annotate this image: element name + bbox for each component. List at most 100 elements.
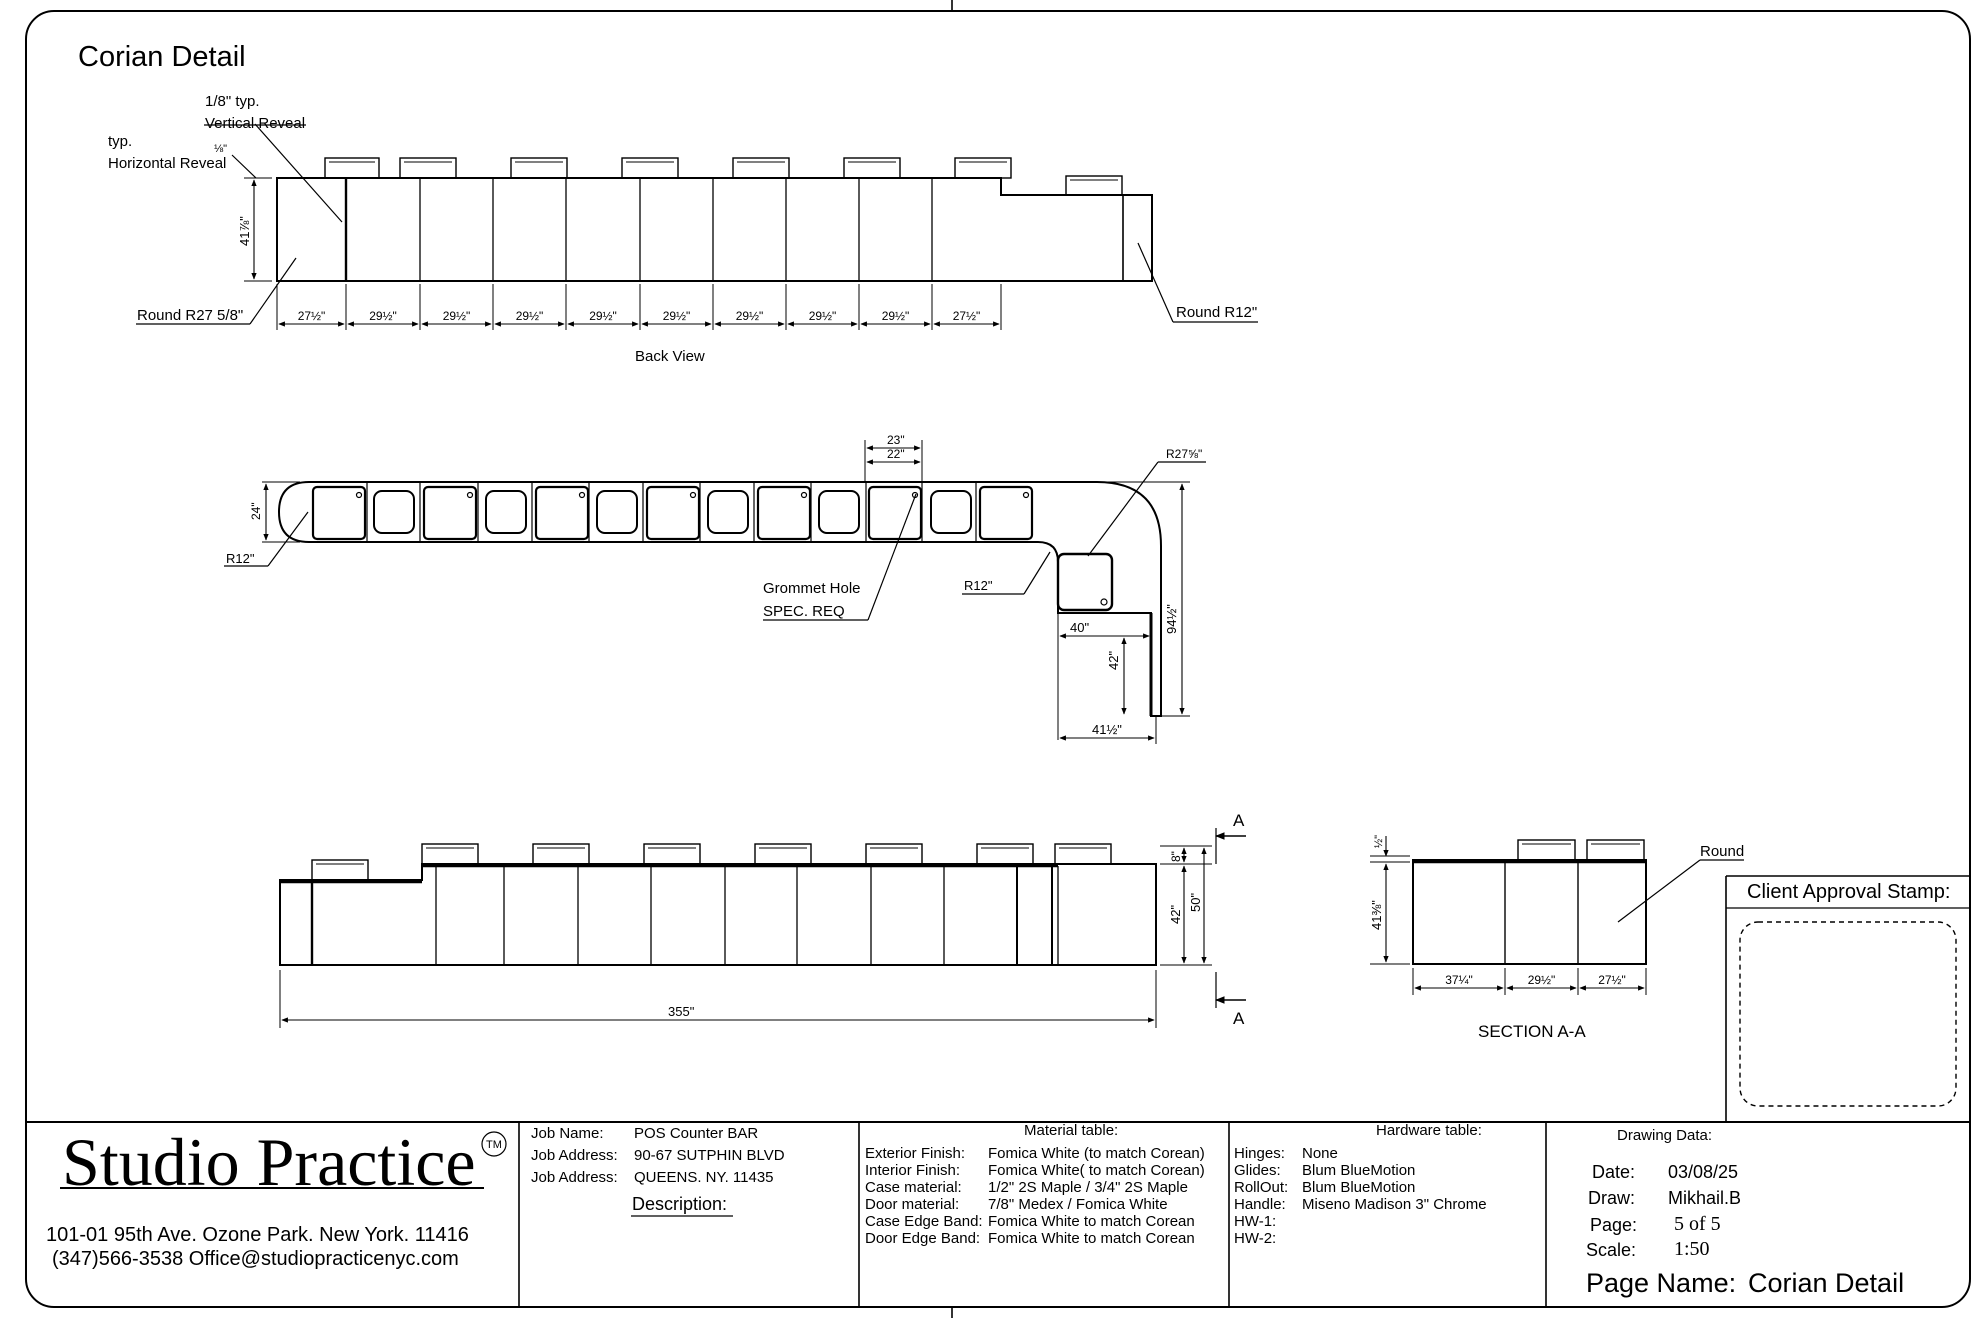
plan-return-width-top: 40" bbox=[1070, 620, 1089, 635]
material-row-value: Fomica White( to match Corean) bbox=[988, 1162, 1205, 1179]
material-row-value: Fomica White (to match Corean) bbox=[988, 1145, 1205, 1162]
front-top-box bbox=[1054, 843, 1112, 865]
front-top-box bbox=[865, 843, 923, 865]
front-top-dim: 8" bbox=[1169, 851, 1183, 862]
plan-overall-depth: 94½" bbox=[1164, 604, 1179, 634]
back-view-width-3: 29½" bbox=[443, 309, 471, 323]
back-view-width-6: 29½" bbox=[663, 309, 691, 323]
vertical-reveal-label: Vertical Reveal bbox=[205, 115, 305, 132]
horizontal-reveal-fraction: ⅛" bbox=[214, 143, 227, 155]
plan-return-cutout bbox=[1056, 552, 1114, 612]
company-logo: Studio Practice bbox=[62, 1124, 476, 1200]
drawing-title: Corian Detail bbox=[78, 41, 246, 73]
material-row-value: 1/2" 2S Maple / 3/4" 2S Maple bbox=[988, 1179, 1188, 1196]
section-view: ½" 41⅜" Round 37¼"29½"27½" SECTION A-A bbox=[1369, 835, 1744, 1041]
title-block: TM bbox=[26, 1121, 1970, 1307]
plan-cutout-small bbox=[707, 490, 749, 534]
plan-width-inner: 22" bbox=[887, 447, 905, 461]
material-row-label: Case material: bbox=[865, 1179, 962, 1196]
back-view-width-7: 29½" bbox=[736, 309, 764, 323]
approval-title: Client Approval Stamp: bbox=[1747, 881, 1950, 903]
section-round-label: Round bbox=[1700, 843, 1744, 860]
plan-cutout-small bbox=[818, 490, 860, 534]
hardware-row-value: Blum BlueMotion bbox=[1302, 1179, 1416, 1196]
page-name-label: Page Name: bbox=[1586, 1268, 1737, 1298]
plan-radius-left: R12" bbox=[226, 551, 255, 566]
plan-cutout-large bbox=[978, 485, 1034, 541]
plan-cutout-large bbox=[867, 485, 923, 541]
job-address-label-2: Job Address: bbox=[531, 1169, 618, 1186]
hardware-row-value: Blum BlueMotion bbox=[1302, 1162, 1416, 1179]
plan-width-outer: 23" bbox=[887, 433, 905, 447]
material-row-value: 7/8" Medex / Fomica White bbox=[988, 1196, 1168, 1213]
job-name-label: Job Name: bbox=[531, 1125, 604, 1142]
back-view-width-4: 29½" bbox=[516, 309, 544, 323]
page-label: Page: bbox=[1590, 1215, 1638, 1235]
job-address-label-1: Job Address: bbox=[531, 1147, 618, 1164]
top-box bbox=[399, 157, 457, 179]
front-view-top-boxes bbox=[311, 843, 1112, 881]
round-right-label: Round R12" bbox=[1176, 304, 1257, 321]
plan-return-width-bottom: 41½" bbox=[1092, 722, 1122, 737]
hardware-row-label: Handle: bbox=[1234, 1196, 1286, 1213]
front-top-box bbox=[754, 843, 812, 865]
front-view-panels bbox=[435, 864, 1059, 965]
back-view-width-5: 29½" bbox=[589, 309, 617, 323]
section-marker-bottom: A bbox=[1233, 1009, 1245, 1028]
top-box bbox=[510, 157, 568, 179]
date-label: Date: bbox=[1592, 1162, 1636, 1182]
horizontal-reveal-value: typ. bbox=[108, 133, 132, 150]
section-marker-top: A bbox=[1233, 811, 1245, 830]
plan-cutout-large bbox=[311, 485, 367, 541]
approval-stamp-area: Client Approval Stamp: bbox=[1725, 875, 1970, 1122]
plan-cutout-small bbox=[373, 490, 415, 534]
back-view-width-2: 29½" bbox=[369, 309, 397, 323]
section-height-dim: 41⅜" bbox=[1369, 900, 1384, 930]
sheet-border bbox=[25, 10, 1971, 1308]
back-view-width-8: 29½" bbox=[809, 309, 837, 323]
plan-view: 24" R12" 23" 22" Grommet Hole SPEC. REQ … bbox=[224, 433, 1206, 744]
date-value: 03/08/25 bbox=[1668, 1162, 1739, 1182]
vertical-reveal-value: 1/8" typ. bbox=[205, 93, 260, 110]
back-view-width-9: 29½" bbox=[882, 309, 910, 323]
front-length-dim: 355" bbox=[668, 1004, 695, 1019]
material-row-value: Fomica White to match Corean bbox=[988, 1230, 1195, 1247]
grommet-label-1: Grommet Hole bbox=[763, 580, 861, 597]
hardware-row-label: Hinges: bbox=[1234, 1145, 1285, 1162]
material-row-value: Fomica White to match Corean bbox=[988, 1213, 1195, 1230]
plan-cutout-small bbox=[930, 490, 972, 534]
plan-view-cutouts bbox=[311, 482, 1034, 542]
plan-depth-dim: 24" bbox=[249, 502, 263, 520]
back-view: 1/8" typ. Vertical Reveal typ. ⅛" Horizo… bbox=[108, 93, 1258, 365]
plan-radius-inner: R12" bbox=[964, 578, 993, 593]
plan-cutout-small bbox=[485, 490, 527, 534]
hardware-row-value: Miseno Madison 3" Chrome bbox=[1302, 1196, 1487, 1213]
hardware-table-title: Hardware table: bbox=[1376, 1122, 1482, 1139]
material-table-title: Material table: bbox=[1024, 1122, 1119, 1139]
scale-label: Scale: bbox=[1586, 1240, 1637, 1260]
front-top-box bbox=[976, 843, 1034, 865]
material-row-label: Door material: bbox=[865, 1196, 960, 1213]
approval-stamp-box[interactable] bbox=[1739, 921, 1957, 1107]
plan-cutout-large bbox=[534, 485, 590, 541]
hardware-row-label: HW-1: bbox=[1234, 1213, 1277, 1230]
top-box bbox=[732, 157, 790, 179]
page-name-value: Corian Detail bbox=[1748, 1268, 1905, 1298]
section-width-2: 29½" bbox=[1528, 973, 1556, 987]
drawing-data-title: Drawing Data: bbox=[1617, 1127, 1713, 1144]
front-view: 355" 8" 42" 50" A A bbox=[279, 811, 1246, 1028]
round-left-label: Round R27 5/8" bbox=[137, 307, 243, 324]
hardware-row-label: HW-2: bbox=[1234, 1230, 1277, 1247]
material-row-label: Exterior Finish: bbox=[865, 1145, 966, 1162]
job-description-label: Description: bbox=[632, 1194, 728, 1214]
plan-cutout-large bbox=[422, 485, 478, 541]
front-height-low: 42" bbox=[1168, 905, 1183, 924]
section-width-dims: 37¼"29½"27½" bbox=[1412, 968, 1647, 995]
front-top-box bbox=[532, 843, 590, 865]
trademark-mark: TM bbox=[486, 1139, 502, 1151]
job-address-value-1: 90-67 SUTPHIN BLVD bbox=[634, 1147, 785, 1164]
material-row-label: Case Edge Band: bbox=[865, 1213, 983, 1230]
grommet-label-2: SPEC. REQ bbox=[763, 603, 845, 620]
back-view-caption: Back View bbox=[635, 348, 705, 365]
